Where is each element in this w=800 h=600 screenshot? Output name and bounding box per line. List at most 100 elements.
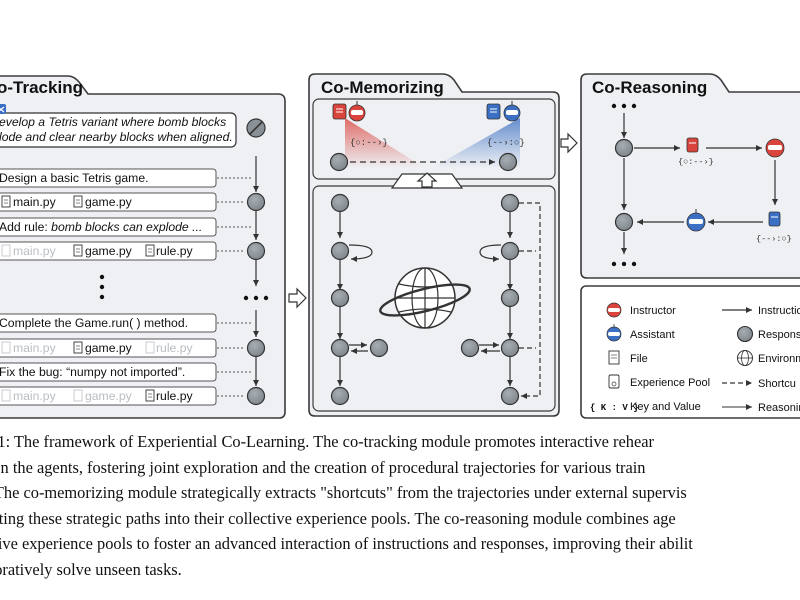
experience-nodes: [329, 152, 518, 172]
legend-environment: Environm: [758, 353, 800, 365]
instruction-4: Fix the bug: “numpy not imported”.: [0, 365, 185, 379]
caption-line: . The co-memorizing module strategically…: [0, 483, 687, 502]
legend-instructor-icon: [606, 302, 622, 318]
instructor-robot-icon: [765, 138, 785, 158]
flow-arrow-2: [560, 132, 578, 154]
caption-line: een the agents, fostering joint explorat…: [0, 457, 646, 477]
legend-file-icon: [608, 350, 620, 365]
instruction-box-2: [0, 217, 217, 237]
figure-caption: e 1: The framework of Experiential Co-Le…: [0, 429, 800, 582]
left-trajectory-nodes: [330, 193, 389, 406]
file-name: game.py: [85, 195, 133, 209]
legend-kv: Key and Value: [630, 401, 701, 413]
legend-response-node: [736, 325, 754, 343]
legend-experience-pool: Experience Pool: [630, 377, 710, 389]
files-box-4: [0, 386, 217, 406]
co-tracking-panel: o-Tracking evelop a Tetris variant where…: [0, 75, 286, 419]
instruction-2: Add rule: bomb blocks can explode ...: [0, 220, 202, 234]
file-icon: [73, 195, 83, 208]
legend-panel: Instructor Assistant File Experience Poo…: [580, 285, 800, 419]
legend-assistant-icon: [606, 324, 622, 342]
right-trajectory: [479, 202, 541, 399]
co-memorizing-panel: Co-Memorizing {○:--›} {--›:○}: [308, 73, 560, 417]
kv-left: {○:--›}: [350, 138, 388, 148]
dotted-connectors: [217, 177, 253, 397]
legend-globe-icon: [737, 350, 753, 366]
assistant-extract-beam: [432, 118, 520, 168]
instruction-box-1: [0, 168, 217, 188]
files-box-1: [0, 192, 217, 212]
file-name: game.py: [85, 244, 133, 258]
file-name: rule.py: [156, 341, 193, 355]
caption-line: ctive experience pools to foster an adva…: [0, 534, 693, 553]
file-name: main.py: [13, 244, 57, 258]
file-name: game.py: [85, 389, 133, 403]
co-reasoning-title: Co-Reasoning: [592, 78, 707, 97]
legend-reasoning: Reasonin: [758, 402, 800, 414]
file-name: main.py: [13, 389, 57, 403]
file-icon: [145, 389, 155, 402]
legend-kv-symbol: { K : V }: [590, 403, 639, 413]
flow-arrow-1: [288, 287, 307, 309]
file-name: game.py: [85, 341, 133, 355]
kv-top: {○:--›}: [678, 157, 714, 167]
files-box-2: [0, 241, 217, 261]
environment-globe-icon: [379, 267, 471, 329]
instruction-1: Design a basic Tetris game.: [0, 171, 148, 185]
right-trajectory-nodes: [460, 193, 520, 406]
assistant-robot-icon: [486, 101, 521, 122]
caption-line: boratively solve unseen tasks.: [0, 559, 182, 579]
file-name: rule.py: [156, 389, 193, 403]
legend-file: File: [630, 353, 648, 365]
file-icon: [1, 244, 11, 257]
left-trajectory: [337, 212, 373, 386]
instruction-box-4: [0, 362, 217, 382]
prohibited-icon: [246, 118, 266, 138]
file-icon: [1, 389, 11, 402]
file-name: main.py: [13, 341, 57, 355]
caption-line: e 1: The framework of Experiential Co-Le…: [0, 432, 654, 451]
instructor-extract-beam: [345, 118, 425, 168]
files-box-3: [0, 338, 217, 358]
legend-instruction: Instructio: [758, 305, 800, 317]
legend-pool-icon: [608, 374, 620, 389]
instruction-3: Complete the Game.run( ) method.: [0, 316, 188, 330]
legend-shortcut: Shortcu: [758, 378, 796, 390]
instructor-robot-icon: [332, 101, 366, 122]
legend-instructor: Instructor: [630, 305, 676, 317]
up-arrow-icon: [416, 172, 438, 188]
horizontal-ellipsis: [243, 295, 269, 301]
file-icon: [145, 341, 155, 354]
caption-line: rating these strategic paths into their …: [0, 508, 676, 528]
file-icon: [1, 195, 11, 208]
file-icon: [73, 244, 83, 257]
file-icon: [73, 389, 83, 402]
instruction-box-3: [0, 313, 217, 333]
co-memorizing-title: Co-Memorizing: [321, 78, 444, 97]
file-name: main.py: [13, 195, 57, 209]
assistant-pool-icon: [768, 211, 781, 227]
vertical-ellipsis: [99, 274, 105, 300]
instructor-icon-small: [0, 104, 6, 114]
file-name: rule.py: [156, 244, 193, 258]
task-line-2: lode and clear nearby blocks when aligne…: [0, 130, 233, 144]
reasoning-arrows: [621, 113, 778, 254]
file-icon: [145, 244, 155, 257]
reasoning-ellipsis-top: [611, 103, 637, 109]
reasoning-ellipsis-bottom: [611, 261, 637, 267]
reasoning-nodes: [614, 138, 634, 232]
co-tracking-title: o-Tracking: [0, 78, 83, 97]
co-reasoning-panel: Co-Reasoning {○:--›}: [580, 73, 800, 279]
task-box: [0, 112, 237, 148]
file-icon: [1, 341, 11, 354]
kv-bottom: {--›:○}: [756, 234, 792, 244]
assistant-robot-icon: [686, 209, 706, 232]
task-line-1: evelop a Tetris variant where bomb block…: [0, 115, 226, 129]
legend-assistant: Assistant: [630, 329, 675, 341]
file-icon: [73, 341, 83, 354]
kv-right: {--›:○}: [487, 138, 525, 148]
response-nodes: [246, 192, 266, 406]
legend-response: Respons: [758, 329, 800, 341]
instructor-pool-icon: [686, 137, 699, 153]
